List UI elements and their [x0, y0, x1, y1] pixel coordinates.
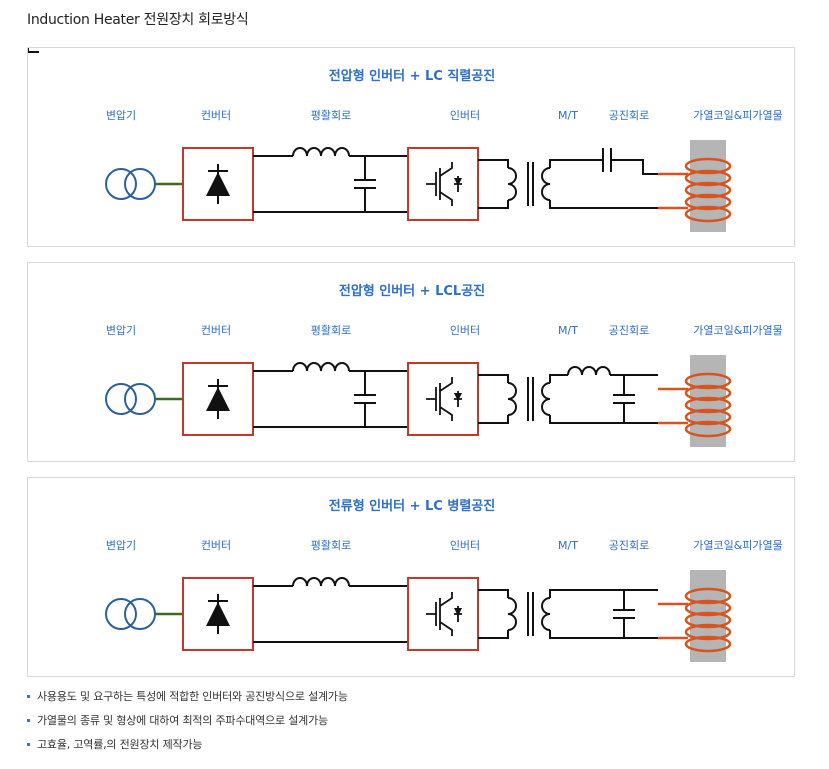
- diode-icon: [206, 172, 230, 196]
- heating-coil-icon: [658, 140, 732, 232]
- transformer-primary-icon: [507, 382, 517, 416]
- transformer-primary-icon: [507, 597, 517, 631]
- label-converter: 컨버터: [201, 539, 231, 552]
- label-heating: 가열코일&피가열물: [693, 108, 783, 122]
- label-transformer: 변압기: [106, 109, 136, 122]
- label-heating: 가열코일&피가열물: [693, 323, 783, 337]
- circuit: [105, 355, 732, 447]
- transformer-icon: [105, 598, 156, 630]
- transformer-core-icon: [527, 162, 534, 206]
- capacitor-icon: [354, 156, 376, 212]
- wire: [478, 200, 509, 209]
- label-inverter: 인버터: [450, 324, 480, 337]
- igbt-icon: [426, 377, 462, 421]
- label-mt: M/T: [558, 109, 578, 122]
- label-transformer: 변압기: [106, 324, 136, 337]
- label-mt: M/T: [558, 539, 578, 552]
- note-item: 가열물의 종류 및 형상에 대하여 최적의 주파수대역으로 설계가능: [27, 714, 348, 738]
- igbt-icon: [426, 162, 462, 206]
- label-resonant: 공진회로: [609, 324, 649, 337]
- inductor-icon: [292, 577, 350, 587]
- inverter-box: [407, 362, 479, 436]
- wire: [478, 374, 509, 383]
- transformer-icon: [105, 168, 156, 200]
- igbt-icon: [426, 592, 462, 636]
- capacitor-icon: [602, 148, 612, 172]
- label-smoothing: 평활회로: [311, 323, 351, 337]
- panel-title: 전류형 인버터 + LC 병렬공진: [329, 498, 495, 514]
- wire: [478, 589, 509, 598]
- circuit: [105, 570, 732, 662]
- page-title: Induction Heater 전원장치 회로방식: [27, 12, 249, 28]
- converter-box: [182, 362, 254, 436]
- wire: [549, 630, 658, 639]
- transformer-icon: [105, 383, 156, 415]
- capacitor-icon: [613, 375, 635, 423]
- wire: [549, 200, 658, 209]
- inductor-icon: [292, 362, 350, 372]
- label-resonant: 공진회로: [609, 539, 649, 552]
- diode-icon: [206, 387, 230, 411]
- circuit: [28, 48, 732, 232]
- wire: [549, 589, 568, 598]
- note-item: 고효율, 고역률,의 전원장치 제작가능: [27, 738, 348, 762]
- label-smoothing: 평활회로: [311, 538, 351, 552]
- inverter-box: [407, 577, 479, 651]
- transformer-secondary-icon: [541, 167, 551, 201]
- label-mt: M/T: [558, 324, 578, 337]
- capacitor-icon: [613, 590, 635, 638]
- panel-title: 전압형 인버터 + LCL공진: [339, 283, 485, 299]
- wire: [478, 630, 509, 639]
- label-transformer: 변압기: [106, 539, 136, 552]
- transformer-secondary-icon: [541, 382, 551, 416]
- wire: [549, 159, 568, 168]
- wire: [611, 159, 658, 175]
- label-heating: 가열코일&피가열물: [693, 538, 783, 552]
- wire: [549, 374, 568, 383]
- transformer-secondary-icon: [541, 597, 551, 631]
- converter-box: [182, 577, 254, 651]
- notes-list: 사용용도 및 요구하는 특성에 적합한 인버터와 공진방식으로 설계가능 가열물…: [27, 690, 348, 762]
- label-converter: 컨버터: [201, 109, 231, 122]
- label-smoothing: 평활회로: [311, 108, 351, 122]
- capacitor-icon: [354, 371, 376, 427]
- transformer-core-icon: [527, 377, 534, 421]
- heating-coil-icon: [658, 570, 732, 662]
- wire: [478, 415, 509, 424]
- transformer-primary-icon: [507, 167, 517, 201]
- inductor-icon: [292, 147, 350, 157]
- inductor-icon: [567, 366, 611, 376]
- label-inverter: 인버터: [450, 109, 480, 122]
- inverter-box: [407, 147, 479, 221]
- transformer-core-icon: [527, 592, 534, 636]
- heating-coil-icon: [658, 355, 732, 447]
- converter-box: [182, 147, 254, 221]
- label-converter: 컨버터: [201, 324, 231, 337]
- note-item: 사용용도 및 요구하는 특성에 적합한 인버터와 공진방식으로 설계가능: [27, 690, 348, 714]
- capacitor-icon: [28, 48, 39, 53]
- panel-title: 전압형 인버터 + LC 직렬공진: [329, 68, 495, 84]
- label-inverter: 인버터: [450, 539, 480, 552]
- diode-icon: [206, 602, 230, 626]
- wire: [478, 159, 509, 168]
- wire: [549, 415, 658, 424]
- label-resonant: 공진회로: [609, 109, 649, 122]
